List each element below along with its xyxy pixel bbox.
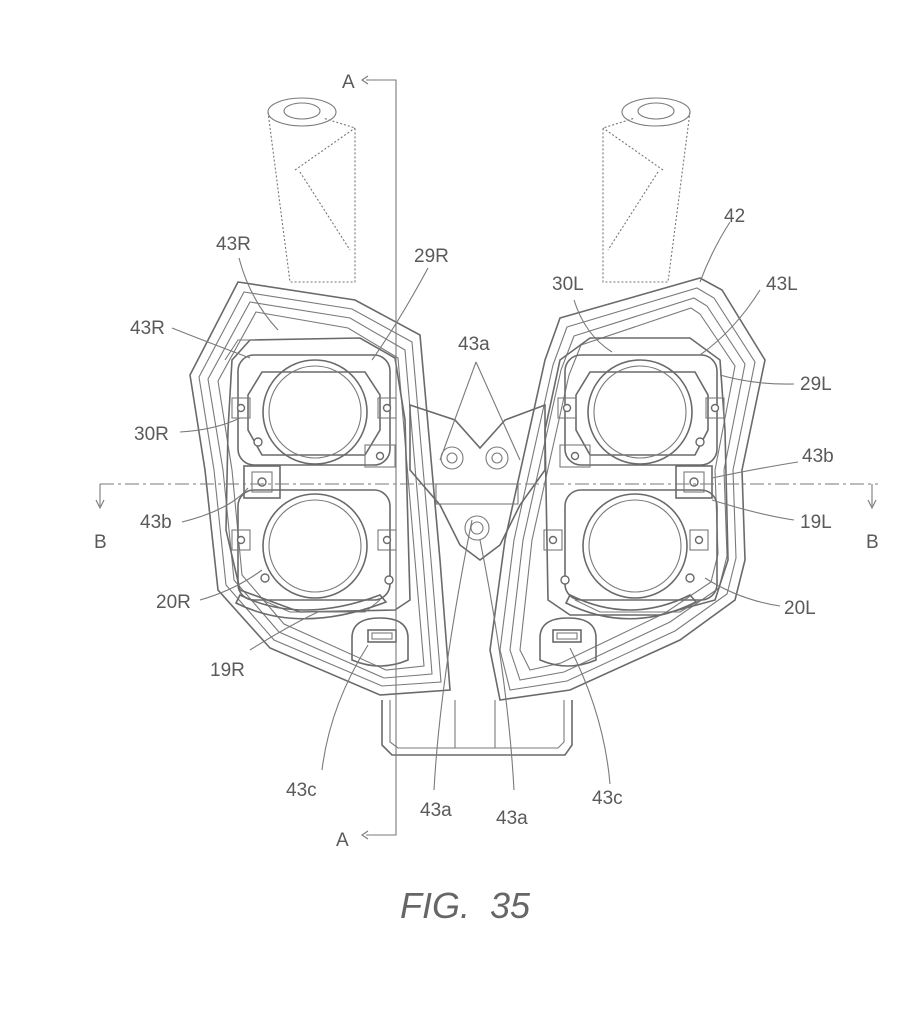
label-43a-bottom-2: 43a bbox=[496, 808, 528, 829]
lamp-unit-right-lower bbox=[237, 489, 391, 613]
label-a-top: A bbox=[342, 72, 355, 93]
label-b-right: B bbox=[866, 532, 879, 553]
label-43R-top: 43R bbox=[216, 234, 251, 255]
central-bracket bbox=[409, 403, 546, 561]
label-19R: 19R bbox=[210, 660, 245, 681]
left-upper-pipe bbox=[267, 97, 356, 283]
harness-plate-43L bbox=[489, 277, 766, 701]
harness-plate-43R bbox=[189, 281, 451, 696]
lamp-unit-right-upper bbox=[237, 354, 391, 466]
harness-arc-19R bbox=[234, 593, 388, 620]
label-30R: 30R bbox=[134, 424, 169, 445]
right-upper-pipe bbox=[602, 97, 691, 283]
fastener-tabs bbox=[231, 397, 725, 585]
label-43c-right: 43c bbox=[592, 788, 623, 809]
connector-43b-left bbox=[243, 465, 281, 499]
label-29R: 29R bbox=[414, 246, 449, 267]
harness-arc-19L bbox=[564, 593, 698, 620]
lower-block bbox=[381, 700, 573, 756]
connector-43b-right bbox=[675, 465, 713, 499]
label-43a-bottom-1: 43a bbox=[420, 800, 452, 821]
label-43b-right: 43b bbox=[802, 446, 834, 467]
label-a-bottom: A bbox=[336, 830, 349, 851]
label-19L: 19L bbox=[800, 512, 832, 533]
label-43b-left: 43b bbox=[140, 512, 172, 533]
label-20L: 20L bbox=[784, 598, 816, 619]
label-43L: 43L bbox=[766, 274, 798, 295]
label-42: 42 bbox=[724, 206, 745, 227]
label-43a-top: 43a bbox=[458, 334, 490, 355]
label-30L: 30L bbox=[552, 274, 584, 295]
connector-43c-right bbox=[539, 617, 597, 667]
label-20R: 20R bbox=[156, 592, 191, 613]
label-b-left: B bbox=[94, 532, 107, 553]
label-29L: 29L bbox=[800, 374, 832, 395]
section-line-b bbox=[95, 483, 878, 510]
label-43R-mid: 43R bbox=[130, 318, 165, 339]
figure-caption: FIG. 35 bbox=[400, 885, 531, 926]
lamp-unit-left-upper bbox=[564, 354, 718, 466]
lamp-unit-left-lower bbox=[564, 489, 718, 613]
section-line-a bbox=[361, 75, 397, 840]
label-43c-left: 43c bbox=[286, 780, 317, 801]
leader-lines bbox=[171, 221, 799, 791]
